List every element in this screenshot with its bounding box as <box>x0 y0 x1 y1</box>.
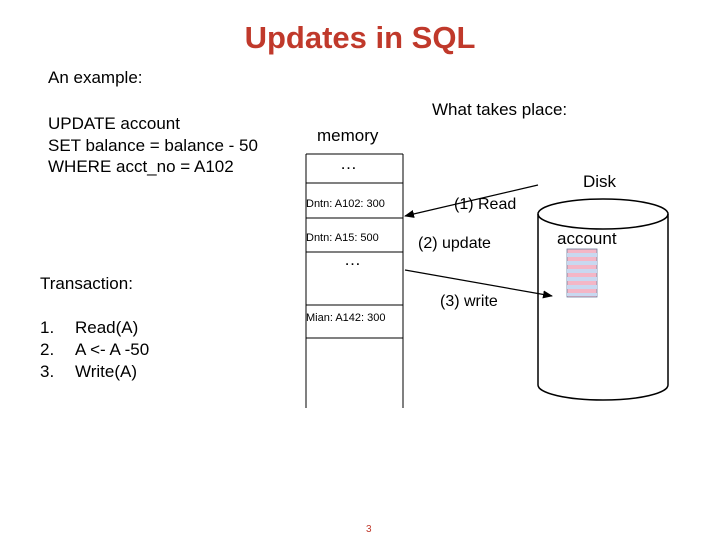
memory-record: Dntn: A102: 300 <box>306 198 385 210</box>
page-number: 3 <box>366 524 372 535</box>
memory-label: memory <box>317 126 379 145</box>
what-takes-place-label: What takes place: <box>432 100 568 119</box>
page-title: Updates in SQL <box>244 20 476 55</box>
account-table <box>566 248 598 298</box>
transaction-step-number: 2. <box>40 340 55 359</box>
transaction-label: Transaction: <box>40 274 133 293</box>
read-arrow <box>404 184 539 218</box>
transaction-step-op: Read(A) <box>75 318 139 337</box>
disk-cylinder-bottom <box>537 384 669 401</box>
sql-line: UPDATE account <box>48 114 180 133</box>
sql-line: WHERE acct_no = A102 <box>48 157 234 176</box>
step-write-label: (3) write <box>440 293 498 310</box>
step-read-label: (1) Read <box>454 196 517 213</box>
sql-line: SET balance = balance - 50 <box>48 136 258 155</box>
transaction-step-op: Write(A) <box>75 362 138 381</box>
memory-ellipsis: … <box>340 154 357 173</box>
memory-record: Mian: A142: 300 <box>306 312 386 324</box>
transaction-step-number: 1. <box>40 318 55 337</box>
write-arrow <box>404 269 553 299</box>
example-label: An example: <box>48 68 143 87</box>
account-label: account <box>557 229 617 248</box>
transaction-step-op: A <- A -50 <box>75 340 150 359</box>
memory-record: Dntn: A15: 500 <box>306 232 379 244</box>
disk-cylinder-top <box>537 198 669 230</box>
memory-ellipsis: … <box>344 250 361 269</box>
disk-label: Disk <box>583 172 617 191</box>
transaction-step-number: 3. <box>40 362 55 381</box>
step-update-label: (2) update <box>418 235 491 252</box>
